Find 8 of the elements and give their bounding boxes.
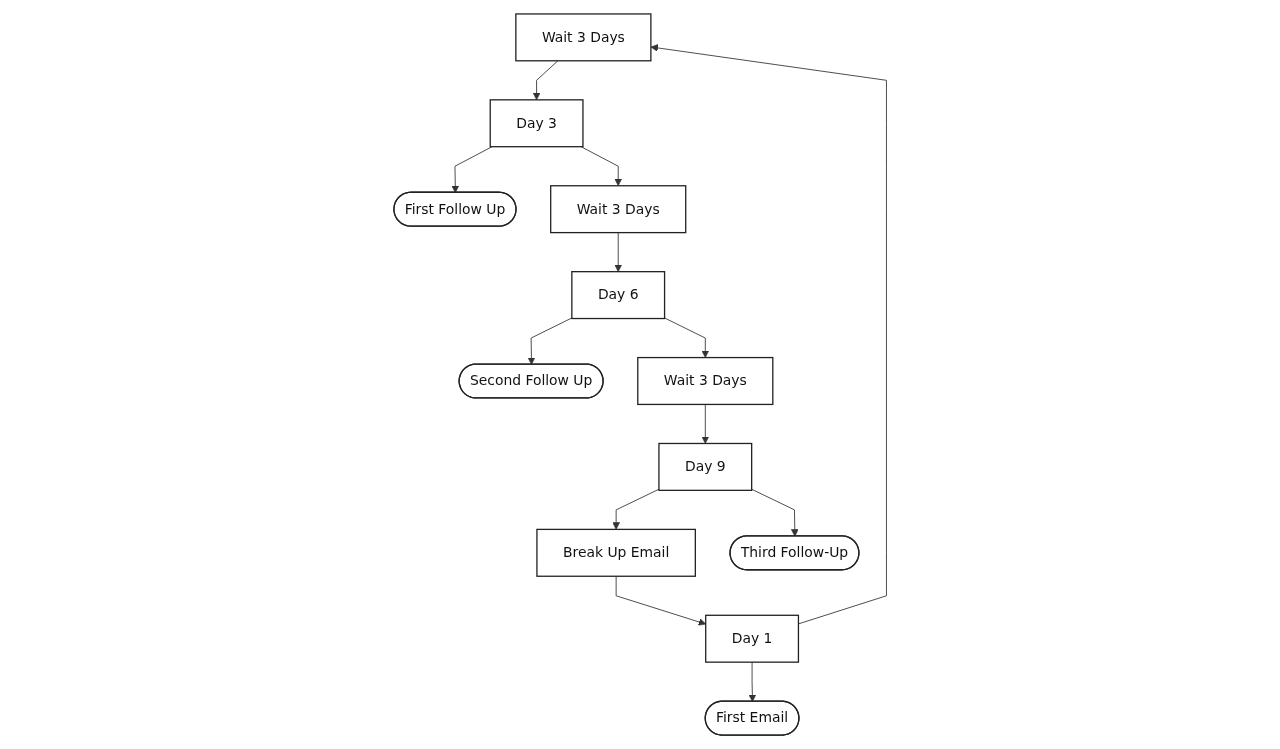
- node-box: Day 1: [704, 614, 799, 663]
- node-box: Day 3: [489, 99, 584, 148]
- node-box: Day 9: [658, 442, 753, 491]
- node-box: Wait 3 Days: [515, 13, 652, 62]
- node-box: Day 6: [571, 271, 665, 320]
- node-box: Break Up Email: [536, 528, 696, 577]
- node-box: Wait 3 Days: [549, 185, 687, 234]
- node-box: Wait 3 Days: [636, 356, 774, 406]
